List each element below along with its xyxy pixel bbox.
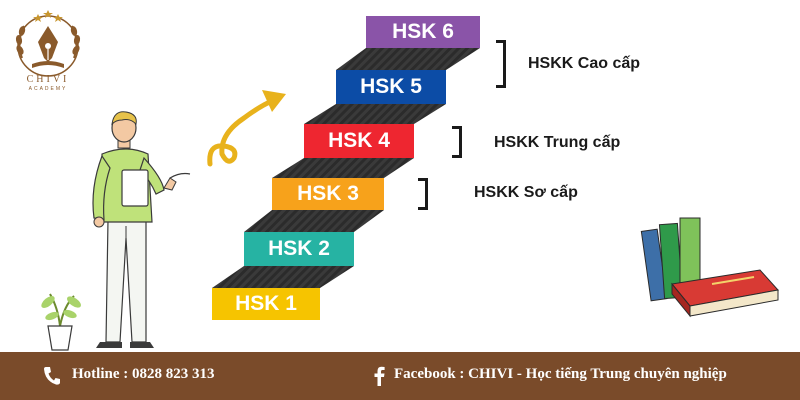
step-label: HSK 5 <box>360 75 422 98</box>
step-label: HSK 2 <box>268 237 330 260</box>
step-hsk-4: HSK 4 <box>304 124 414 158</box>
step-hsk-1: HSK 1 <box>212 288 320 320</box>
phone-icon <box>44 367 60 385</box>
hskk-trung-cap-label: HSKK Trung cấp <box>494 134 621 151</box>
bracket-so-cap <box>418 178 428 210</box>
hotline-text[interactable]: Hotline : 0828 823 313 <box>72 366 215 382</box>
step-hsk-6: HSK 6 <box>366 16 480 48</box>
step-label: HSK 4 <box>328 129 390 152</box>
bracket-trung-cap <box>452 126 462 158</box>
brand-subtitle: ACADEMY <box>28 86 68 92</box>
teacher-illustration <box>92 111 191 348</box>
facebook-icon <box>374 366 385 386</box>
plant-icon <box>41 293 81 351</box>
books-icon <box>640 217 779 318</box>
step-label: HSK 1 <box>235 292 297 315</box>
step-label: HSK 6 <box>392 20 454 43</box>
hskk-so-cap-label: HSKK Sơ cấp <box>474 184 578 201</box>
growth-arrow-icon <box>207 90 286 167</box>
facebook-text[interactable]: Facebook : CHIVI - Học tiếng Trung chuyê… <box>394 366 727 382</box>
infographic: CHIVI ACADEMY <box>15 10 779 351</box>
brand-name: CHIVI <box>26 74 70 85</box>
step-label: HSK 3 <box>297 182 359 205</box>
bracket-cao-cap <box>496 40 506 88</box>
step-hsk-3: HSK 3 <box>272 178 384 210</box>
chivi-logo-icon <box>15 10 81 77</box>
step-hsk-5: HSK 5 <box>336 70 446 104</box>
hskk-cao-cap-label: HSKK Cao cấp <box>528 55 641 72</box>
footer-bar: Hotline : 0828 823 313 Facebook : CHIVI … <box>0 352 800 400</box>
step-hsk-2: HSK 2 <box>244 232 354 266</box>
